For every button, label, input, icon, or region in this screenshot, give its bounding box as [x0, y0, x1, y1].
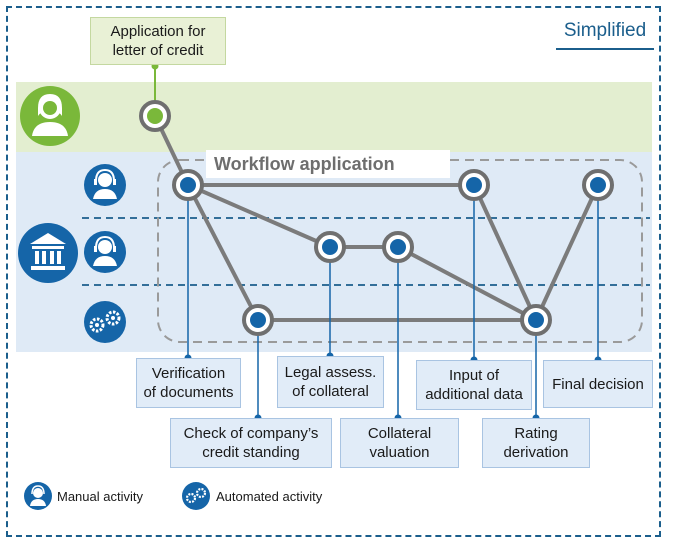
node-credit-standing: [242, 304, 274, 336]
node-verification: [172, 169, 204, 201]
workflow-application-frame: [157, 159, 643, 343]
node-legal-assessment: [314, 231, 346, 263]
bank-icon: [18, 223, 78, 283]
customer-lane: [16, 82, 652, 152]
node-application: [139, 100, 171, 132]
step-input-additional-data: Input of additional data: [416, 360, 532, 410]
step-final-decision: Final decision: [543, 360, 653, 408]
node-input-additional-data: [458, 169, 490, 201]
step-rating-derivation: Rating derivation: [482, 418, 590, 468]
legend-automated-label: Automated activity: [216, 489, 323, 504]
application-box: Application for letter of credit: [90, 17, 226, 65]
label-pointers: [187, 185, 599, 418]
customer-icon: [20, 86, 80, 146]
agent-headset-icon: [84, 164, 126, 206]
pointer-dots: [184, 352, 602, 422]
gears-icon: [84, 301, 126, 343]
legend-manual-label: Manual activity: [57, 489, 143, 504]
step-legal-assessment: Legal assess. of collateral: [277, 356, 384, 408]
step-verification-of-documents: Verification of documents: [136, 358, 241, 408]
diagram-frame: [6, 6, 661, 537]
agent-headset-icon: [84, 231, 126, 273]
node-final-decision: [582, 169, 614, 201]
node-rating-derivation: [520, 304, 552, 336]
workflow-application-title: Workflow application: [206, 150, 450, 178]
automated-activity-icon: [182, 482, 210, 510]
connectors: [153, 115, 600, 322]
step-collateral-valuation: Collateral valuation: [340, 418, 459, 468]
step-check-credit-standing: Check of company’s credit standing: [170, 418, 332, 468]
manual-activity-icon: [24, 482, 52, 510]
node-collateral-valuation: [382, 231, 414, 263]
simplified-badge: Simplified: [556, 18, 654, 50]
